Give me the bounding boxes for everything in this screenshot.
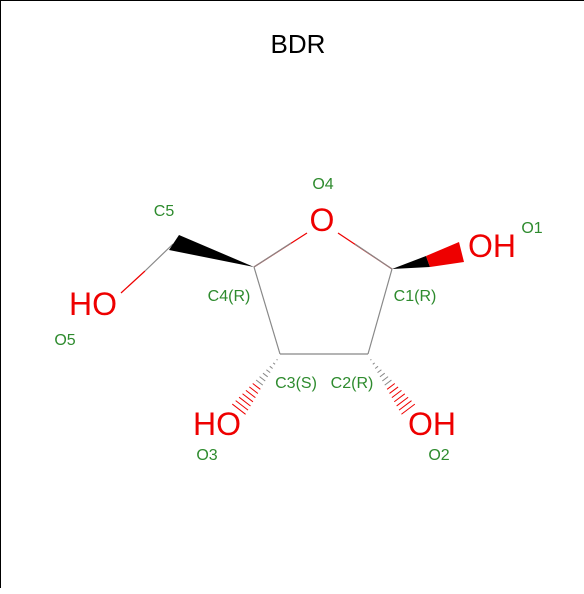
hash-line <box>396 396 409 407</box>
hash-line <box>276 359 278 361</box>
hashed-bond-c2-o2 <box>370 359 416 415</box>
hash-line <box>259 376 266 382</box>
bond-c4-c3 <box>253 266 281 355</box>
hash-line <box>249 386 259 394</box>
atom-label-c2: C2(R) <box>331 375 374 392</box>
hash-line <box>377 369 382 374</box>
atom-label-o2: O2 <box>428 447 449 464</box>
atom-label-c4: C4(R) <box>208 288 251 305</box>
hash-line <box>238 396 251 407</box>
wedge-bond-c4-c5 <box>169 235 254 267</box>
atom-label-o1: O1 <box>521 220 542 237</box>
hash-line <box>255 379 264 386</box>
atom-label-c3: C3(S) <box>275 375 317 392</box>
hash-line <box>389 386 399 394</box>
atom-label-c5: C5 <box>154 203 175 220</box>
o3-hydroxyl-symbol: HO <box>193 406 241 442</box>
wedge-bond-c1-o1-red <box>426 242 464 267</box>
hashed-bond-c3-o3 <box>231 359 278 415</box>
diagram-title: BDR <box>271 29 326 59</box>
hash-line <box>262 372 269 378</box>
bond-c5-o5 <box>144 243 174 272</box>
atom-label-o3: O3 <box>196 447 217 464</box>
bond-o4-c4-gray <box>253 242 292 268</box>
hash-line <box>379 372 386 378</box>
hash-line <box>398 400 412 411</box>
hash-line <box>393 393 406 403</box>
atom-label-o5: O5 <box>54 332 75 349</box>
hash-line <box>242 393 254 403</box>
hash-line <box>245 389 256 399</box>
bond-c5-o5-red <box>120 270 146 294</box>
hash-line <box>266 369 271 374</box>
bond-o4-c1-gray <box>354 243 393 270</box>
o2-hydroxyl-symbol: OH <box>408 406 456 442</box>
o5-hydroxyl-symbol: HO <box>69 286 117 322</box>
hash-line <box>235 400 249 411</box>
o1-hydroxyl-symbol: OH <box>468 228 516 264</box>
hash-line <box>372 362 375 365</box>
wedge-bond-c1-o1-black <box>392 256 430 269</box>
hash-line <box>374 365 379 369</box>
hash-line <box>401 403 416 415</box>
ring-oxygen-symbol: O <box>310 202 335 238</box>
hash-line <box>370 359 372 361</box>
hash-line <box>386 383 396 390</box>
atom-label-o4: O4 <box>312 176 333 193</box>
hash-line <box>391 389 402 399</box>
hash-line <box>384 379 392 386</box>
hash-line <box>269 365 273 369</box>
hash-line <box>382 376 389 382</box>
hash-line <box>231 403 246 415</box>
hash-line <box>272 362 276 365</box>
bond-c2-c1 <box>367 268 393 355</box>
atom-label-c1: C1(R) <box>394 288 437 305</box>
ring-bonds <box>253 232 393 355</box>
hash-line <box>252 383 261 390</box>
